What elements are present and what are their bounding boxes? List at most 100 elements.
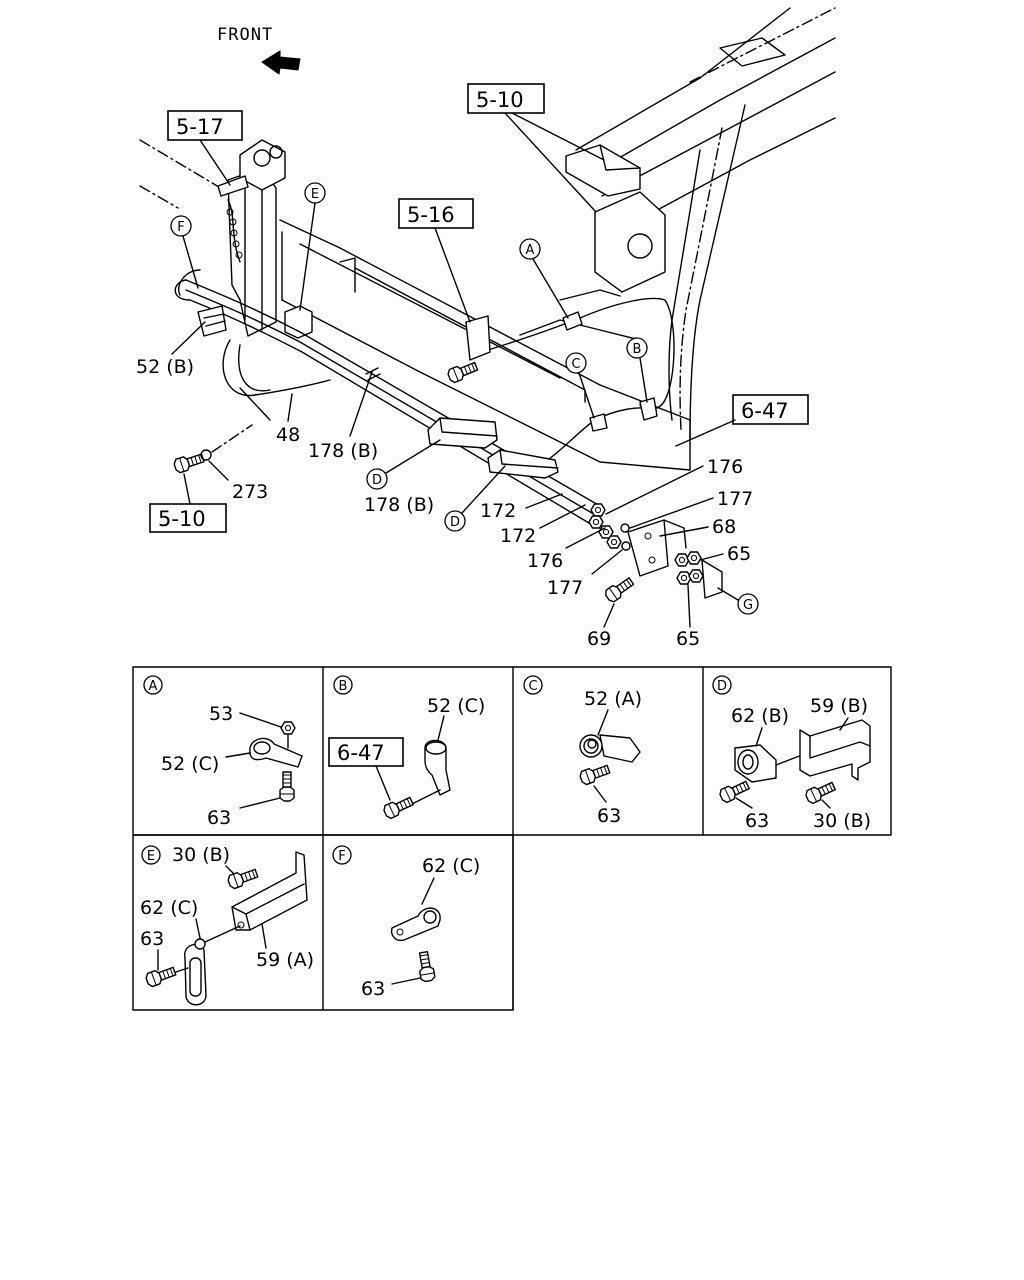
part-number: 68 [712,516,736,538]
crossmember-edge [597,37,836,171]
nut-53 [280,721,296,735]
side-member-edge [668,149,701,421]
pipe-clamp-d-edge [499,449,559,469]
part-number: 52 (A) [584,688,642,710]
part-number: 176 [527,550,563,572]
clip-62c-slot [189,957,202,997]
part-number: 172 [500,525,536,547]
part-number: 52 (B) [136,356,194,378]
ref-label: 5-10 [158,507,206,531]
detail-marker: D [717,679,727,694]
marker-letter: A [526,243,535,258]
part-number: 62 (C) [140,897,198,919]
leader-line [687,584,691,628]
wire-harness [487,297,675,410]
marker-g: G [717,587,759,615]
connector-nut [676,571,692,585]
part-callouts: 52 (B) 48 178 (B) 273 178 (B) 172 172 17… [136,321,753,650]
part-number: 63 [207,807,231,829]
bracket-flange [663,519,687,549]
connector-nut [674,553,690,567]
bolt-30b [226,865,260,891]
leader-line [565,527,606,549]
leader-line [434,227,471,323]
marker-d: D [444,465,506,532]
part-number: 30 (B) [813,810,871,832]
detail-marker: A [149,679,158,694]
leader-line [239,387,271,421]
washer [620,523,630,533]
leader-line [603,603,615,628]
pipe-fitting-thread [203,313,226,327]
part-number: 30 (B) [172,844,230,866]
leader-line [411,789,441,805]
leader-line [699,553,724,561]
clip-loop [253,741,271,755]
part-number: 52 (C) [161,753,219,775]
flexible-hose [238,344,271,392]
bracket-bolt [602,574,637,605]
clamp-bracket [599,734,641,763]
leader-line [375,765,391,801]
ref-label: 5-10 [476,88,524,112]
leader-line [195,918,201,939]
pipe-clip [365,367,381,381]
frame-centerline [139,185,179,209]
leader-line [199,139,231,186]
connector-plate [701,559,723,599]
leader-line [605,465,704,515]
detail-view-a: A 53 52 (C) 63 [143,675,303,829]
marker-letter: G [743,598,753,613]
crossmember-edge [649,117,836,215]
bolt [381,793,416,821]
detail-view-c: C 52 (A) 63 [523,675,642,827]
part-number: 63 [597,805,621,827]
part-number: 59 (A) [256,949,314,971]
leader-line [208,460,229,481]
leader-line [525,493,563,509]
ref-box [328,737,404,767]
washer [621,541,631,551]
clamp-52a-inner [583,738,599,754]
part-number: 62 (B) [731,705,789,727]
frame-centerline [139,139,225,191]
marker-b: B [626,337,648,403]
crossmember-edge [601,71,836,197]
leader-line [675,419,736,447]
leader-line [591,549,623,575]
assembly-line [204,925,241,943]
part-number: 178 (B) [364,494,434,516]
clip-62c-loop [423,910,437,924]
marker-letter: B [633,342,642,357]
marker-letter: F [177,220,184,235]
detail-marker: C [528,679,537,694]
mount-bolt [445,359,480,385]
valve-mount [217,175,249,197]
part-number: 273 [232,481,268,503]
clamp-52a [579,734,603,758]
leader-line [261,923,267,949]
junction-bracket [627,519,669,577]
leader-line [421,877,435,905]
leader-line [593,785,607,803]
leader-line [349,371,373,437]
marker-letter: E [311,187,319,202]
bracket-59a-edge [245,883,305,915]
frame-body-edge [339,257,356,293]
frame-body-edge [299,243,561,379]
marker-a: A [519,238,569,319]
detail-view-e: E 30 (B) 62 (C) 63 59 (A) [140,844,314,1006]
ref-box [732,394,809,425]
leader-line [755,727,763,747]
rubber-clamp-hole [737,749,759,775]
part-number: 59 (B) [810,695,868,717]
part-number: 176 [707,456,743,478]
marker-f: F [170,215,199,289]
leader-line [629,497,714,529]
detail-marker: B [339,679,348,694]
detail-view-b: B 52 (C) 6-47 [328,675,485,821]
valve-port [253,149,271,167]
front-indicator: FRONT [217,25,301,75]
marker-c: C [565,352,595,419]
